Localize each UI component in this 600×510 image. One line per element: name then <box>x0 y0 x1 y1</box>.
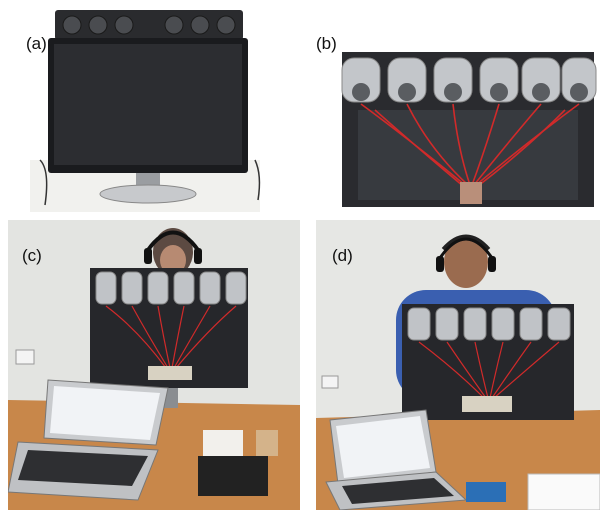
panel-d-photo <box>316 220 600 510</box>
panel-a: (a) <box>0 0 290 212</box>
panel-d: (d) <box>316 220 600 510</box>
panel-a-label: (a) <box>26 34 47 53</box>
panel-b: (b) <box>300 0 600 212</box>
panel-b-photo <box>300 0 600 212</box>
panel-c-photo <box>8 220 300 510</box>
panel-d-label: (d) <box>332 246 353 265</box>
panel-c: (c) <box>8 220 300 510</box>
monitor-screen <box>54 44 242 165</box>
panel-a-photo <box>0 0 290 212</box>
speaker-bar <box>55 10 243 40</box>
panel-b-label: (b) <box>316 34 337 53</box>
speaker-row-rear <box>341 57 597 103</box>
panel-c-label: (c) <box>22 246 42 265</box>
